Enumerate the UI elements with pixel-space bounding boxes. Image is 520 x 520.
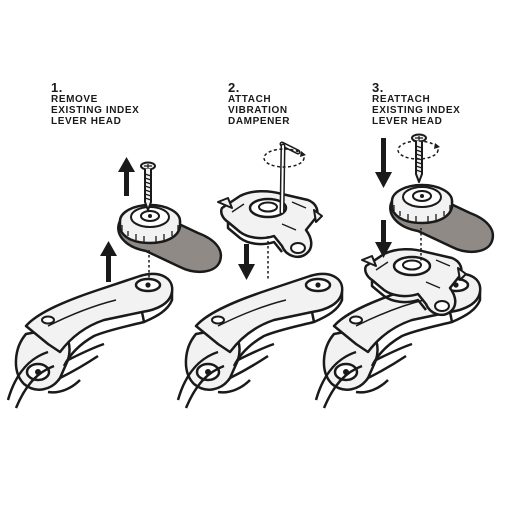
step-1-caption: 1. REMOVE EXISTING INDEX LEVER HEAD bbox=[51, 81, 139, 127]
step-2-stem bbox=[176, 272, 344, 410]
step-2-down-arrow bbox=[238, 244, 255, 280]
step-1-line-3: LEVER HEAD bbox=[51, 116, 122, 127]
step-3-down-arrow-top bbox=[375, 138, 392, 188]
step-2-dampener bbox=[216, 189, 324, 259]
step-2-number: 2. bbox=[228, 80, 240, 95]
step-2-line-3: DAMPENER bbox=[228, 116, 291, 127]
step-1-illustration bbox=[6, 157, 223, 410]
step-2-line-1: ATTACH bbox=[228, 94, 272, 105]
step-1-up-arrow-bottom bbox=[100, 241, 117, 282]
step-2-caption: 2. ATTACH VIBRATION DAMPENER bbox=[228, 81, 290, 127]
step-3-caption: 3. REATTACH EXISTING INDEX LEVER HEAD bbox=[372, 81, 460, 127]
step-1-line-2: EXISTING INDEX bbox=[51, 105, 140, 116]
step-1-lever-head bbox=[117, 203, 223, 274]
step-1-up-arrow-top bbox=[118, 157, 135, 196]
step-3-lever-head bbox=[389, 183, 495, 254]
step-2-illustration bbox=[176, 141, 344, 410]
step-3-down-arrow-bottom bbox=[375, 220, 392, 258]
step-3-illustration bbox=[314, 133, 495, 410]
step-3-line-3: LEVER HEAD bbox=[372, 116, 443, 127]
step-2-hex-key bbox=[279, 141, 301, 215]
step-1-stem bbox=[6, 272, 174, 410]
step-1-number: 1. bbox=[51, 80, 63, 95]
step-3-line-1: REATTACH bbox=[372, 94, 431, 105]
step-1-line-1: REMOVE bbox=[51, 94, 98, 105]
step-2-line-2: VIBRATION bbox=[228, 105, 288, 116]
step-3-line-2: EXISTING INDEX bbox=[372, 105, 461, 116]
step-1-screw bbox=[140, 161, 156, 211]
step-3-number: 3. bbox=[372, 80, 384, 95]
